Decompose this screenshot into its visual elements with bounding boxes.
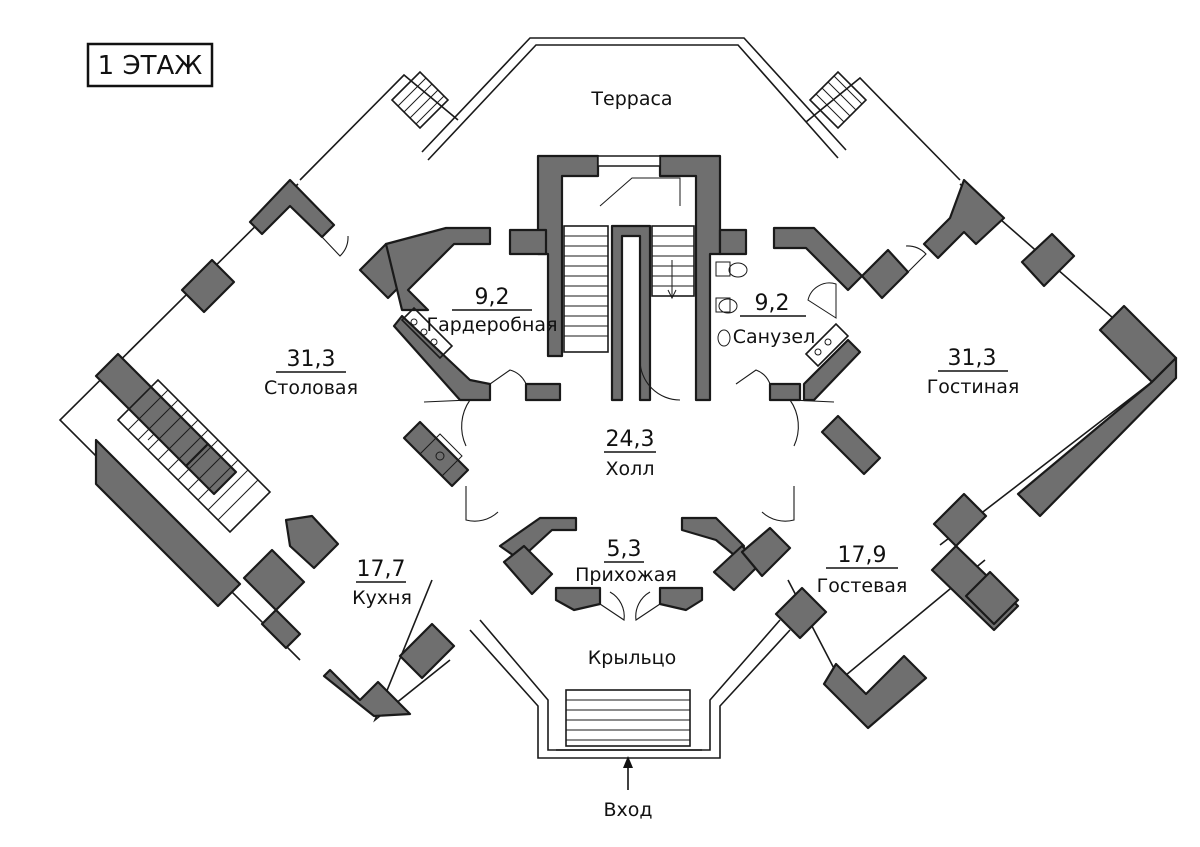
room-dining: 31,3 Столовая	[264, 347, 358, 399]
room-name: Столовая	[264, 377, 358, 399]
floor-title: 1 ЭТАЖ	[98, 51, 203, 81]
room-wardrobe: 9,2 Гардеробная	[426, 285, 557, 336]
room-living: 31,3 Гостиная	[927, 346, 1020, 398]
porch-steps	[565, 689, 691, 747]
room-name: Гардеробная	[426, 314, 557, 336]
wardrobe-shelf	[400, 306, 454, 360]
east-wing-walls	[774, 178, 1178, 730]
room-name: Гостевая	[817, 575, 908, 597]
room-area: 31,3	[287, 347, 336, 372]
porch-label: Крыльцо	[588, 647, 676, 669]
bathroom-fixtures	[715, 261, 850, 368]
main-stair	[563, 177, 695, 353]
west-wing-walls	[94, 178, 456, 718]
room-area: 24,3	[606, 427, 655, 452]
room-area: 17,9	[838, 543, 887, 568]
room-name: Кухня	[352, 587, 412, 609]
entrance-label: Вход	[603, 799, 652, 821]
room-area: 9,2	[475, 285, 510, 310]
room-name: Санузел	[733, 326, 816, 348]
hall-walls	[402, 420, 792, 612]
terrace-stairs-right	[808, 70, 868, 130]
floor-title-box: 1 ЭТАЖ	[86, 42, 214, 88]
room-name: Холл	[606, 458, 655, 480]
terrace-label: Терраса	[590, 88, 672, 110]
room-name: Прихожая	[575, 564, 677, 586]
room-area: 17,7	[357, 557, 406, 582]
core-walls	[384, 154, 864, 402]
room-bathroom: 9,2 Санузел	[733, 291, 816, 348]
room-name: Гостиная	[927, 376, 1020, 398]
room-area: 31,3	[948, 346, 997, 371]
room-area: 9,2	[755, 291, 790, 316]
room-kitchen: 17,7 Кухня	[352, 557, 412, 609]
terrace-stairs-left	[390, 70, 450, 130]
entrance-arrow	[623, 756, 633, 790]
doors	[321, 235, 927, 621]
fireplace	[419, 433, 463, 477]
room-guest: 17,9 Гостевая	[817, 543, 908, 597]
terrace-outline	[299, 37, 961, 181]
room-vestibule: 5,3 Прихожая	[575, 537, 677, 586]
room-hall: 24,3 Холл	[604, 427, 656, 480]
kitchen-stair	[116, 378, 272, 534]
room-area: 5,3	[607, 537, 642, 562]
